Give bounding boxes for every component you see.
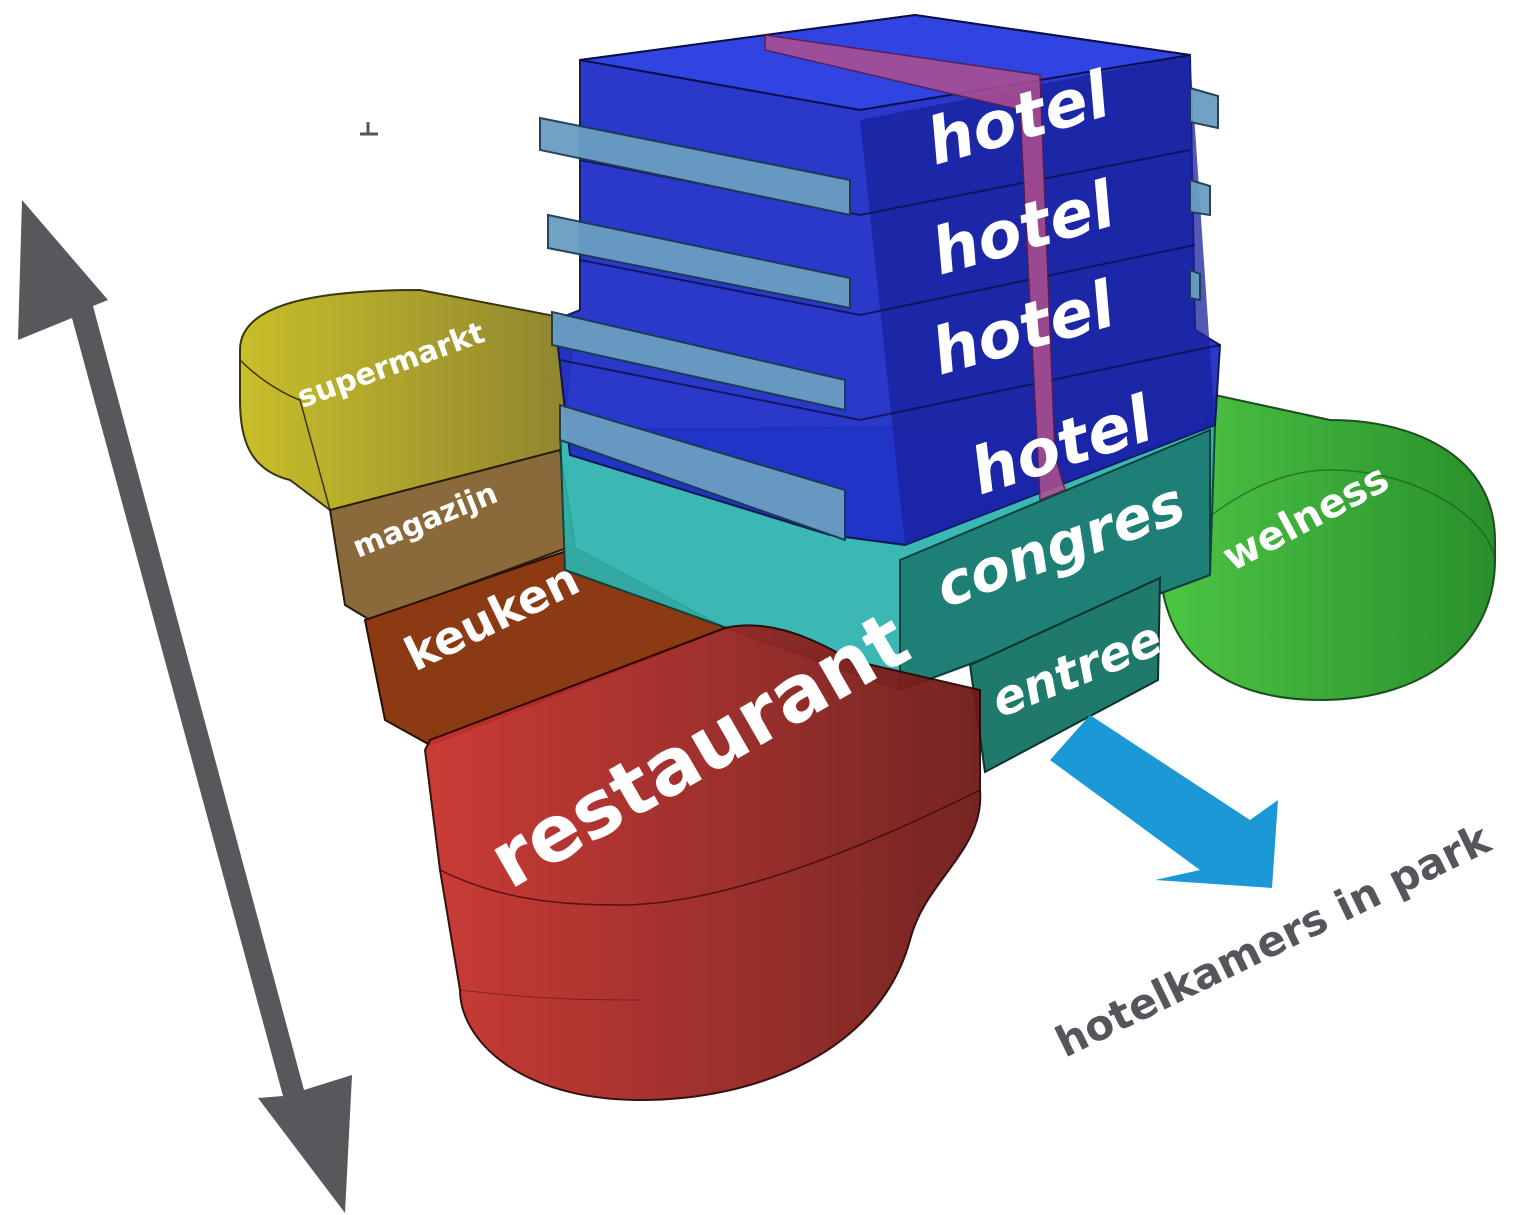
welness-volume xyxy=(1158,393,1496,702)
park-direction-arrow-icon xyxy=(1050,715,1278,888)
hotel-tower xyxy=(539,13,1222,547)
supermarkt-volume xyxy=(239,288,577,512)
height-double-arrow-icon xyxy=(18,200,352,1213)
cursor-mark-icon xyxy=(360,122,378,136)
restaurant-volume xyxy=(423,624,982,1102)
